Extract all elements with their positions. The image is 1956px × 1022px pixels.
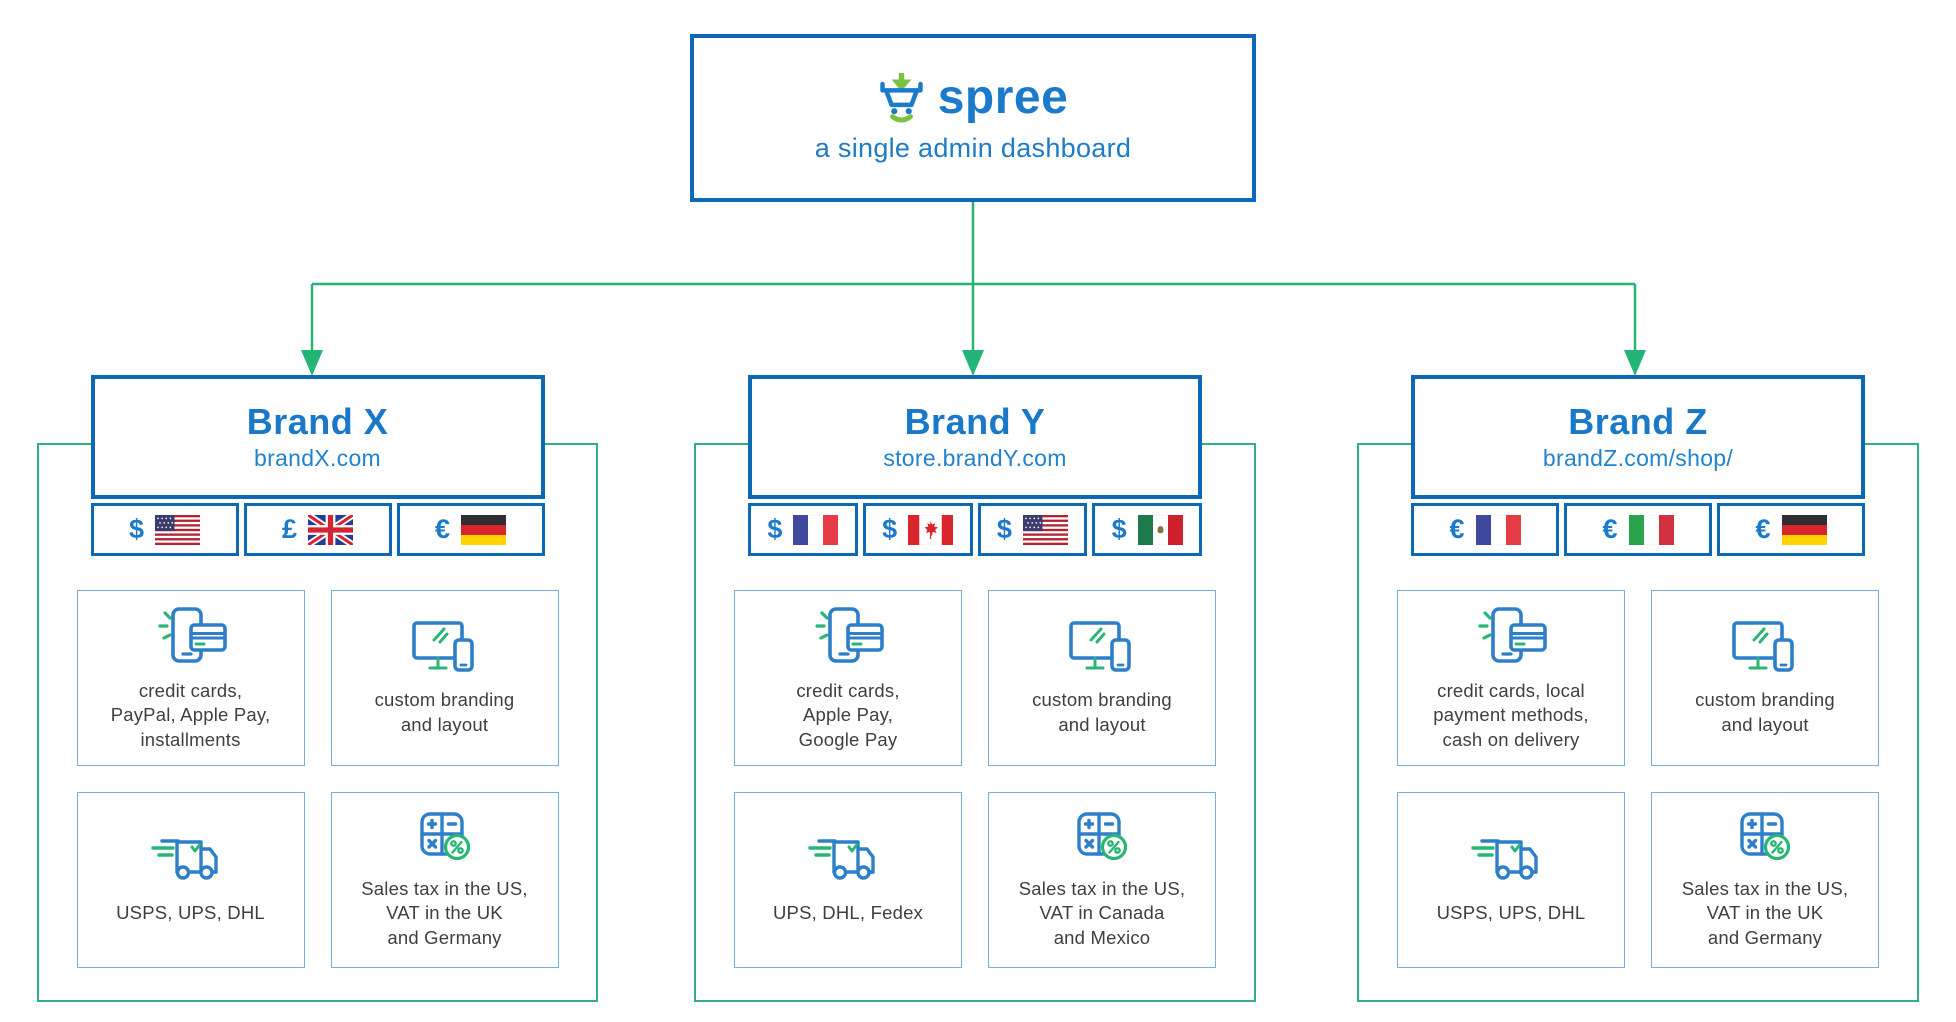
tax-icon [415,810,475,866]
brand-domain: brandZ.com/shop/ [1542,445,1734,471]
card-label: Sales tax in the US, VAT in the UK and G… [1681,877,1849,948]
france-flag-icon [1476,515,1521,545]
arrow-down-icon [962,350,984,376]
brand-domain: brandX.com [253,445,381,471]
card-label: credit cards, PayPal, Apple Pay, install… [110,679,271,750]
brand-title: Brand Y [904,401,1046,442]
currency-cell: € [1717,503,1865,556]
feature-cards: credit cards, Apple Pay, Google Pay cust… [734,590,1216,968]
arrow-down-icon [301,350,323,376]
tax-icon [1072,810,1132,866]
currency-symbol: £ [281,514,298,544]
arrow-down-icon [1624,350,1646,376]
us-flag-icon [1023,515,1068,545]
tax-card: Sales tax in the US, VAT in Canada and M… [988,792,1216,968]
us-flag-icon [155,515,200,545]
card-label: custom branding and layout [1032,689,1172,735]
currency-cell: € [396,503,545,556]
card-label: custom branding and layout [1695,689,1835,735]
shipping-icon [807,834,889,890]
branding-icon [1066,619,1138,677]
shipping-card: USPS, UPS, DHL [76,792,305,968]
payments-card: credit cards, local payment methods, cas… [1397,590,1625,766]
currency-symbol: € [434,514,451,544]
uk-flag-icon [308,515,353,545]
brand-x-header: Brand X brandX.com [90,375,545,499]
spree-cart-icon [878,73,925,124]
payments-card: credit cards, PayPal, Apple Pay, install… [76,590,305,766]
brand-z-header: Brand Z brandZ.com/shop/ [1411,375,1865,499]
card-label: Sales tax in the US, VAT in Canada and M… [1018,877,1186,948]
currency-cell: $ [977,503,1088,556]
branding-card: custom branding and layout [330,590,559,766]
currency-row: $ £ € [90,503,545,556]
currency-cell: $ [1092,503,1202,556]
canada-flag-icon [908,515,953,545]
tax-card: Sales tax in the US, VAT in the UK and G… [330,792,559,968]
currency-symbol: € [1602,514,1618,544]
brand-title: Brand X [246,401,389,442]
spree-logo: spree [878,73,1069,124]
currency-cell: $ [862,503,973,556]
shipping-card: USPS, UPS, DHL [1397,792,1625,968]
germany-flag-icon [1782,515,1827,545]
currency-symbol: $ [882,514,898,544]
brand-domain: store.brandY.com [883,445,1067,471]
card-label: credit cards, local payment methods, cas… [1433,679,1589,750]
currency-row: $ $ $ $ [748,503,1202,556]
france-flag-icon [793,515,838,545]
italy-flag-icon [1629,515,1674,545]
card-label: custom branding and layout [374,689,515,735]
branding-icon [409,619,481,677]
brand-z-column: Brand Z brandZ.com/shop/ € € € [1357,375,1919,1002]
currency-symbol: $ [1111,514,1127,544]
branding-icon [1729,619,1801,677]
payment-icon [1472,604,1550,668]
card-label: USPS, UPS, DHL [116,902,265,924]
admin-dashboard-box: spree a single admin dashboard [690,34,1256,202]
brand-x-column: Brand X brandX.com $ £ € [37,375,598,1002]
currency-row: € € € [1411,503,1865,556]
dashboard-subtitle: a single admin dashboard [814,132,1132,163]
brand-title: Brand Z [1568,401,1708,442]
payment-icon [152,604,230,668]
tax-icon [1735,810,1795,866]
currency-cell: € [1564,503,1712,556]
currency-symbol: $ [767,514,783,544]
card-label: USPS, UPS, DHL [1436,902,1586,924]
shipping-icon [150,834,232,890]
payment-icon [809,604,887,668]
currency-cell: $ [748,503,858,556]
mexico-flag-icon [1138,515,1183,545]
currency-cell: £ [243,503,392,556]
currency-symbol: $ [128,514,145,544]
card-label: Sales tax in the US, VAT in the UK and G… [361,877,528,948]
currency-symbol: € [1449,514,1465,544]
brand-y-column: Brand Y store.brandY.com $ $ $ $ [694,375,1256,1002]
currency-cell: € [1411,503,1559,556]
shipping-card: UPS, DHL, Fedex [734,792,962,968]
tax-card: Sales tax in the US, VAT in the UK and G… [1651,792,1879,968]
payments-card: credit cards, Apple Pay, Google Pay [734,590,962,766]
feature-cards: credit cards, local payment methods, cas… [1397,590,1879,968]
shipping-icon [1470,834,1552,890]
spree-wordmark: spree [937,71,1069,124]
currency-symbol: $ [996,514,1012,544]
card-label: UPS, DHL, Fedex [772,902,924,924]
germany-flag-icon [461,515,506,545]
feature-cards: credit cards, PayPal, Apple Pay, install… [76,590,559,968]
currency-cell: $ [90,503,239,556]
branding-card: custom branding and layout [988,590,1216,766]
branding-card: custom branding and layout [1651,590,1879,766]
card-label: credit cards, Apple Pay, Google Pay [796,679,900,750]
currency-symbol: € [1755,514,1771,544]
brand-y-header: Brand Y store.brandY.com [748,375,1202,499]
